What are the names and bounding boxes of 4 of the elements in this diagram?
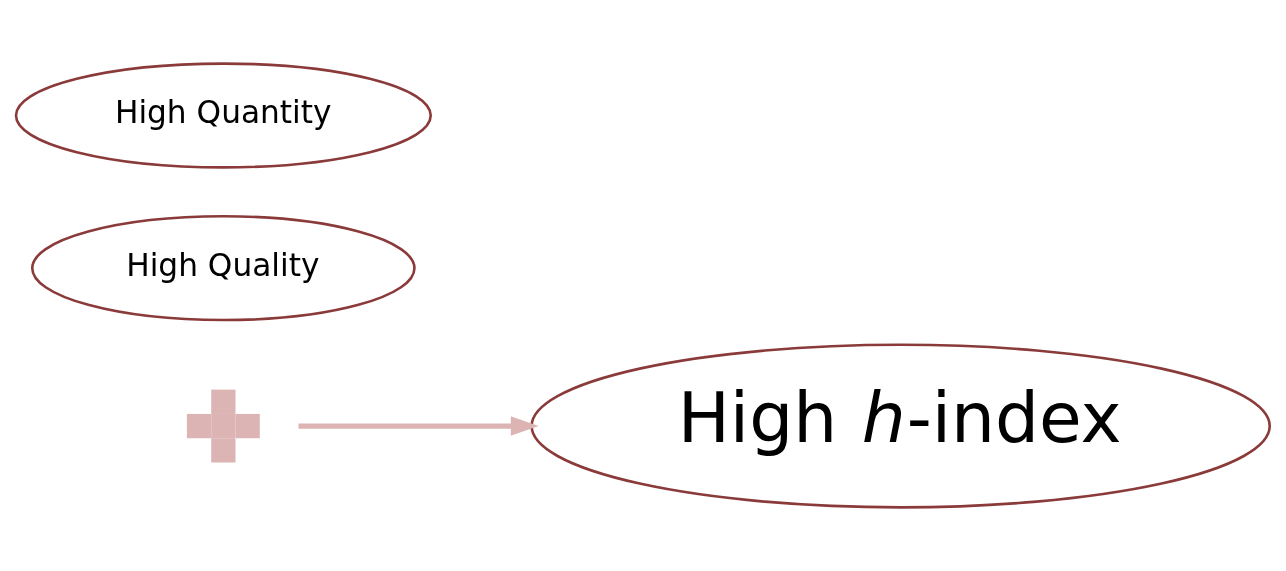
node-ellipse: High Quality	[31, 215, 416, 322]
node-ellipse: High Quantity	[14, 62, 433, 169]
arrow	[298, 416, 539, 436]
node-ellipse: High h-index	[530, 343, 1271, 509]
